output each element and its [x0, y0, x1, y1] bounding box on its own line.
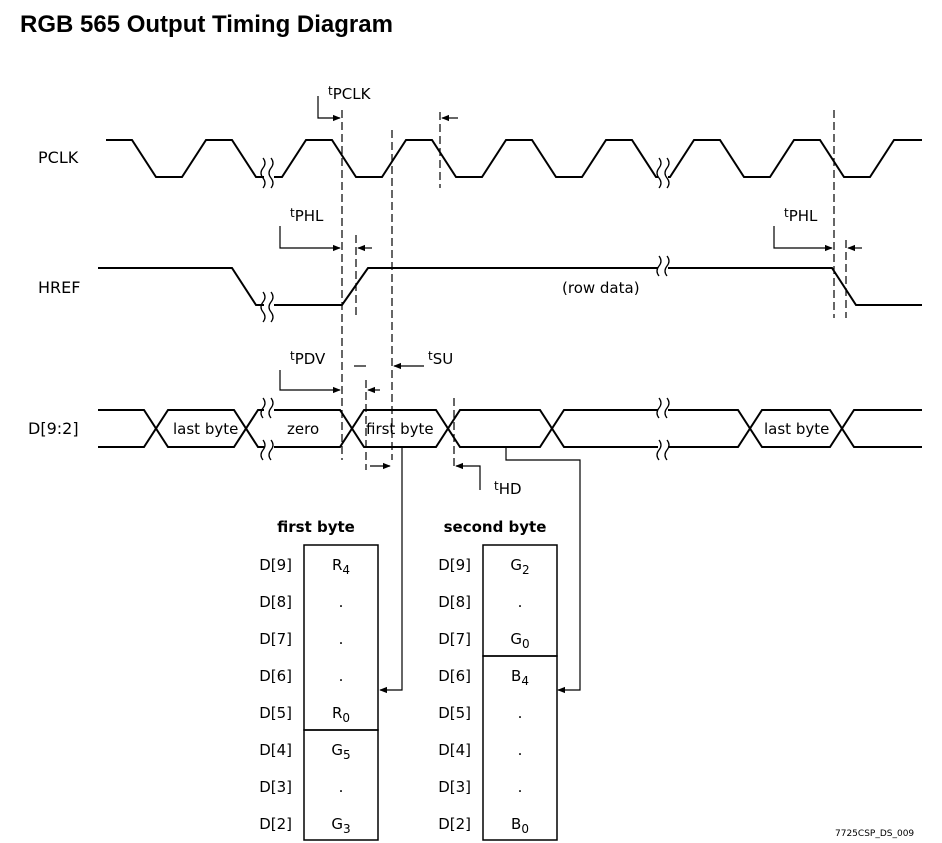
first-byte-bit-value: G5: [331, 741, 350, 762]
second-byte-bit-value: B4: [511, 667, 529, 688]
second-byte-bit-value: .: [518, 593, 523, 611]
zero-label: zero: [287, 420, 319, 438]
data-bus-signal-label: D[9:2]: [28, 419, 79, 438]
second-byte-bit-value: G2: [510, 556, 529, 577]
second-byte-pin-label: D[6]: [438, 667, 471, 685]
last-byte-label-left: last byte: [173, 420, 238, 438]
second-byte-bit-value: .: [518, 704, 523, 722]
figure-reference-code: 7725CSP_DS_009: [835, 829, 914, 839]
second-byte-pin-label: D[4]: [438, 741, 471, 759]
second-byte-bit-value: .: [518, 741, 523, 759]
first-byte-table-title: first byte: [277, 518, 355, 536]
second-byte-pin-label: D[9]: [438, 556, 471, 574]
first-byte-pin-label: D[6]: [259, 667, 292, 685]
first-byte-pin-label: D[4]: [259, 741, 292, 759]
first-byte-pin-label: D[3]: [259, 778, 292, 796]
first-byte-bit-value: .: [339, 667, 344, 685]
svg-text:tHD: tHD: [494, 479, 522, 498]
first-byte-bit-value: G3: [331, 815, 350, 836]
second-byte-bit-value: B0: [511, 815, 529, 836]
row-data-label: (row data): [562, 279, 640, 297]
t-pdv-annotation: tPDV: [279, 349, 380, 394]
first-byte-connector-arrow: [379, 447, 403, 694]
first-byte-bit-value: .: [339, 630, 344, 648]
pclk-break-marks: [260, 157, 670, 189]
first-byte-pin-label: D[2]: [259, 815, 292, 833]
second-byte-bit-value: .: [518, 778, 523, 796]
href-waveform: [98, 267, 922, 306]
second-byte-bit-value: G0: [510, 630, 529, 651]
t-hd-annotation: tHD: [370, 462, 522, 498]
svg-text:tPHL: tPHL: [784, 206, 818, 225]
t-su-annotation: tSU: [354, 349, 453, 370]
second-byte-connector-arrow: [505, 447, 581, 694]
svg-text:tPHL: tPHL: [290, 206, 324, 225]
first-byte-pin-label: D[9]: [259, 556, 292, 574]
timing-reference-lines: [341, 110, 847, 470]
data-bus-waveform: [98, 409, 922, 448]
svg-text:tPDV: tPDV: [290, 349, 326, 368]
second-byte-pin-label: D[3]: [438, 778, 471, 796]
t-pclk-annotation: tPCLK: [317, 84, 458, 122]
href-signal-label: HREF: [38, 278, 80, 297]
first-byte-bit-value: R0: [332, 704, 350, 725]
t-phl-annotation-left: tPHL: [279, 206, 372, 252]
first-byte-bit-value: .: [339, 778, 344, 796]
last-byte-label-right: last byte: [764, 420, 829, 438]
second-byte-table-title: second byte: [444, 518, 547, 536]
second-byte-pin-label: D[7]: [438, 630, 471, 648]
svg-text:tPCLK: tPCLK: [328, 84, 372, 103]
first-byte-bit-value: R4: [332, 556, 350, 577]
second-byte-pin-label: D[2]: [438, 815, 471, 833]
second-byte-pin-label: D[5]: [438, 704, 471, 722]
second-byte-table: second byte D[9] G2D[8]. D[7] G0D[6] B4D[5].…: [438, 518, 558, 841]
pclk-waveform: [106, 139, 922, 178]
href-break-marks: [260, 255, 670, 323]
first-byte-table: first byte D[9] R4D[8]. D[7]. D[6]. D[5] R0D[…: [259, 518, 379, 841]
t-phl-annotation-right: tPHL: [773, 206, 862, 252]
first-byte-bit-value: .: [339, 593, 344, 611]
pclk-signal-label: PCLK: [38, 148, 79, 167]
data-bus-break-marks: [260, 397, 670, 461]
first-byte-label: first byte: [366, 420, 434, 438]
second-byte-pin-label: D[8]: [438, 593, 471, 611]
first-byte-pin-label: D[5]: [259, 704, 292, 722]
svg-text:tSU: tSU: [428, 349, 453, 368]
first-byte-pin-label: D[8]: [259, 593, 292, 611]
first-byte-pin-label: D[7]: [259, 630, 292, 648]
page-title: RGB 565 Output Timing Diagram: [20, 11, 393, 38]
